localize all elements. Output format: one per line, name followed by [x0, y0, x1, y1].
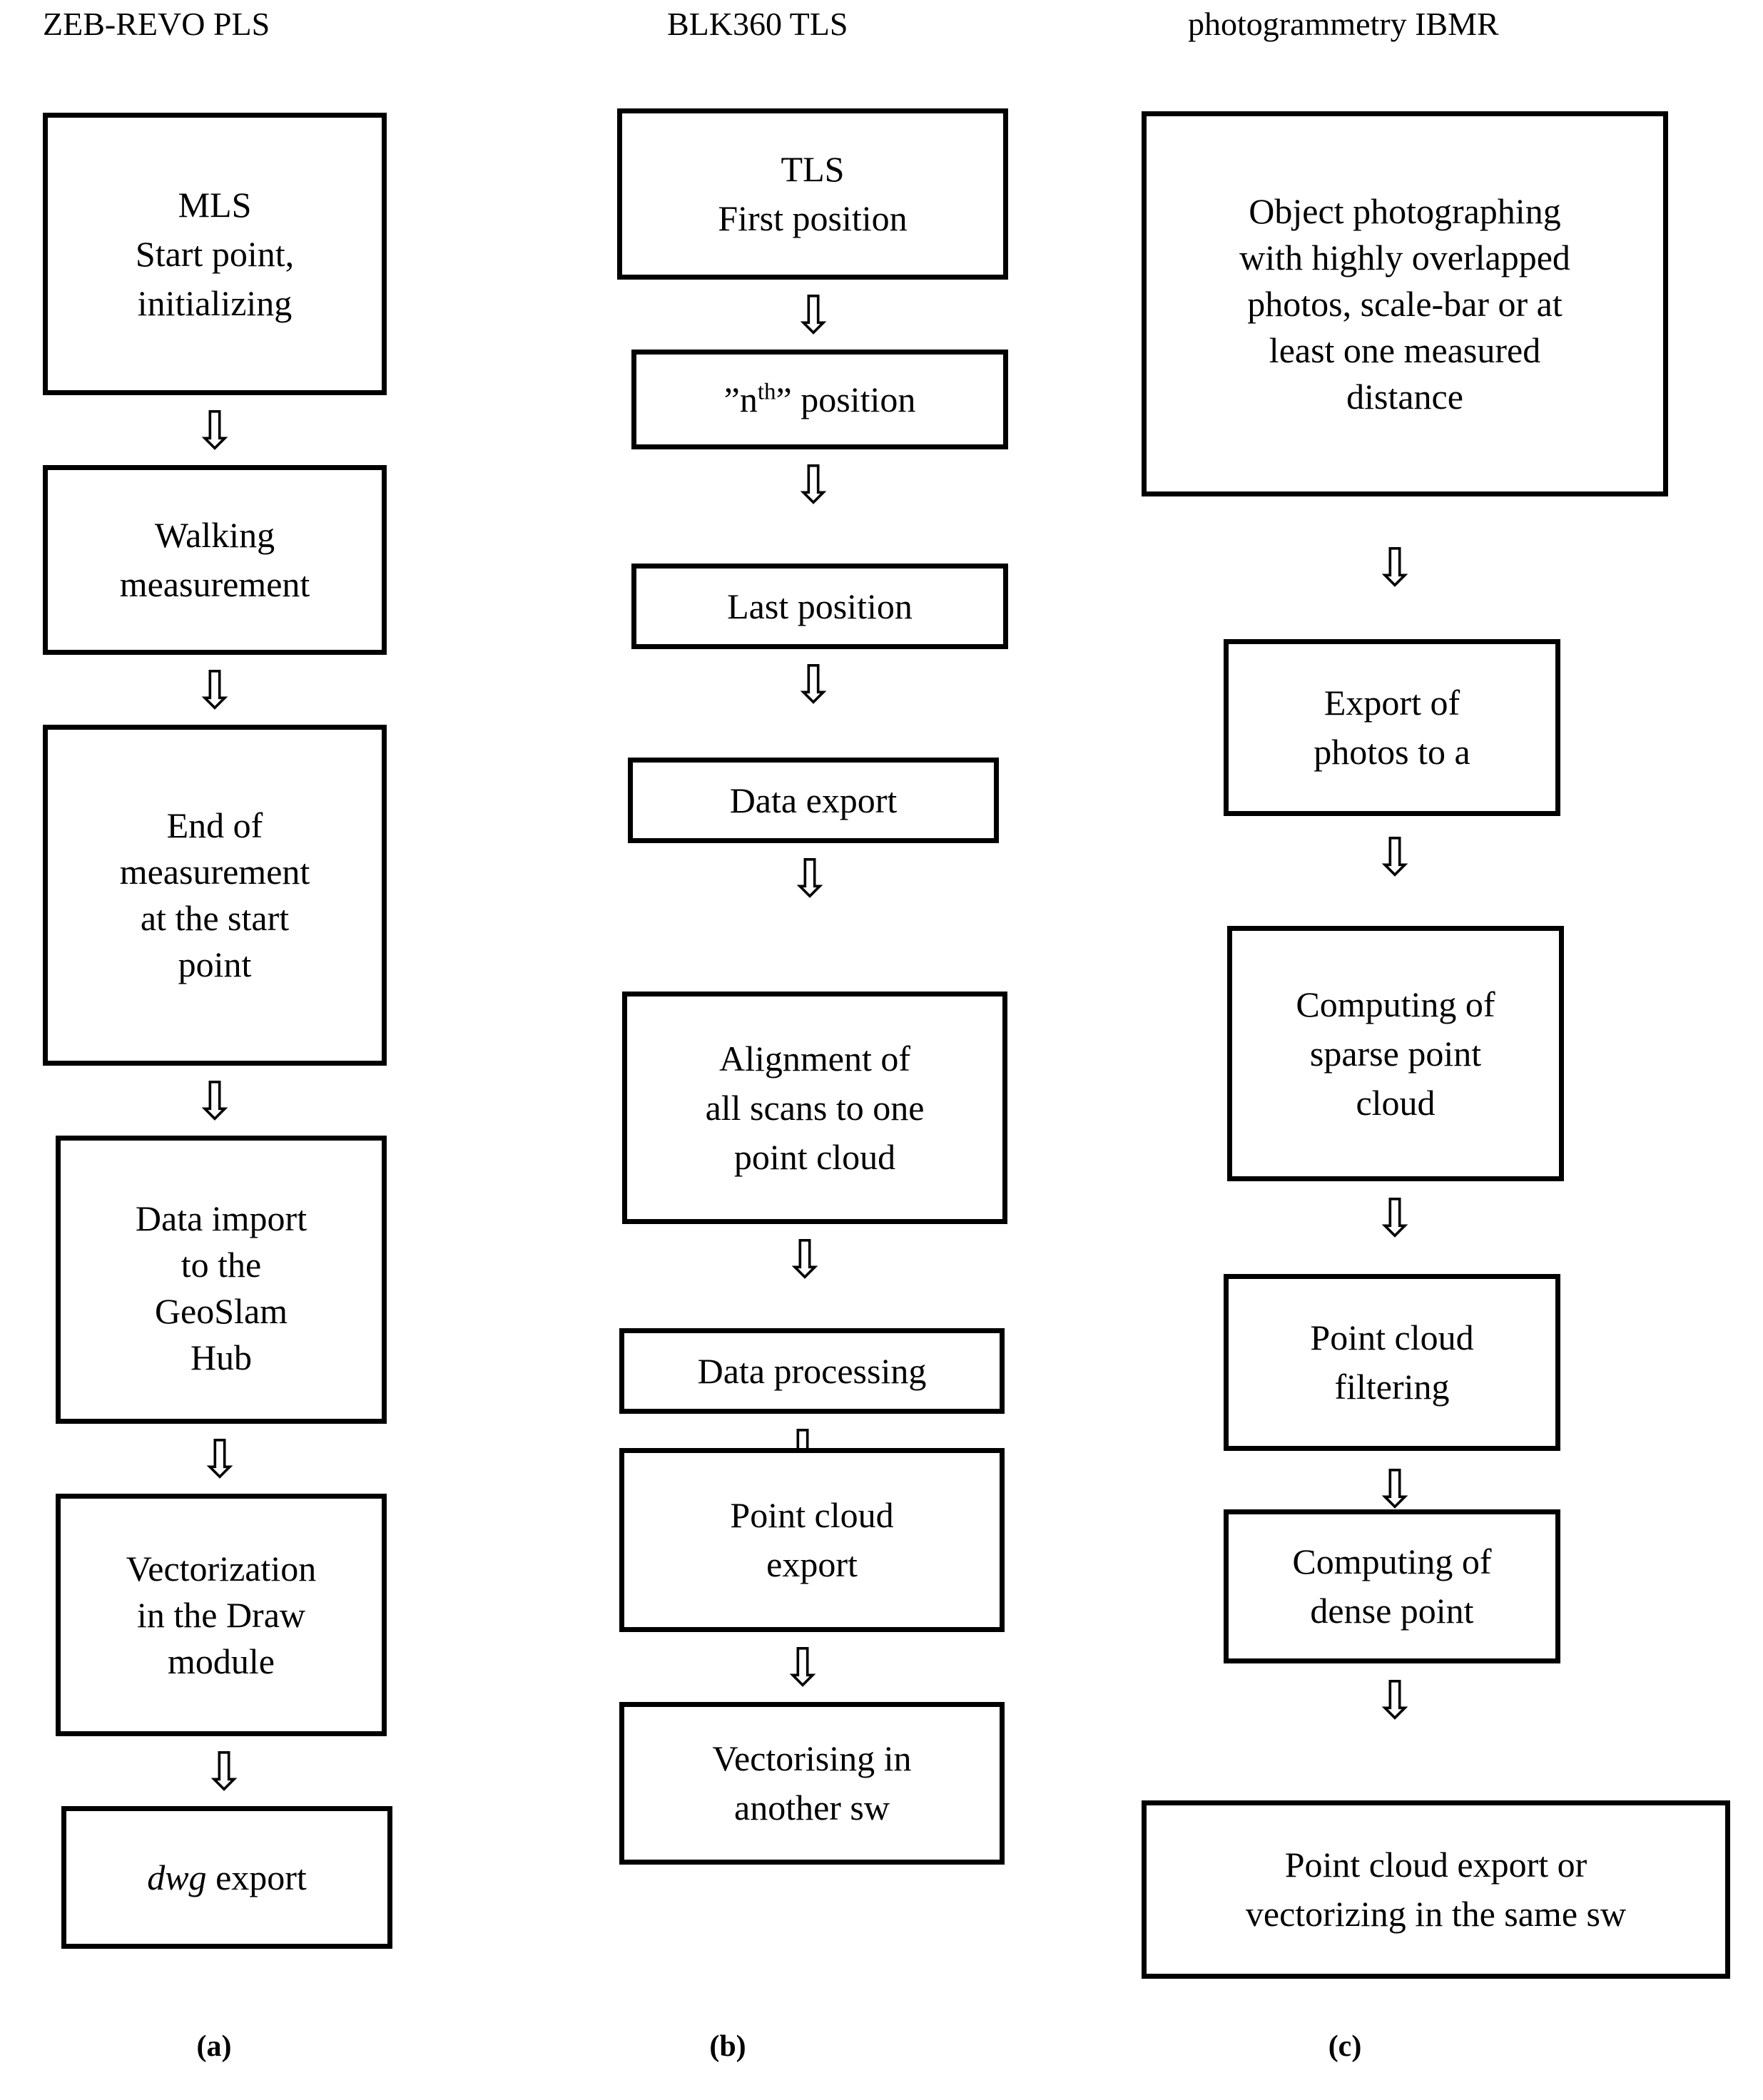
nth-close-quote: ” — [776, 379, 792, 419]
node-b1: TLS First position — [617, 108, 1008, 280]
node-c1-text: Object photographing with highly overlap… — [1239, 190, 1570, 417]
node-b6: Data processing — [619, 1328, 1005, 1414]
nth-open-quote: ” — [723, 379, 740, 419]
node-c4-text: Point cloud filtering — [1310, 1317, 1474, 1407]
node-a4-text: Data import to the GeoSlam Hub — [135, 1198, 308, 1377]
node-b1-text: TLS First position — [718, 149, 908, 238]
node-c1: Object photographing with highly overlap… — [1142, 111, 1668, 496]
node-c2-text: Export of photos to a — [1314, 683, 1470, 772]
arrow-c3-c4: ⇩ — [1372, 1188, 1417, 1249]
node-b2-text: ”nth” position — [636, 375, 1003, 424]
arrow-c5-c6: ⇩ — [1372, 1670, 1417, 1731]
node-a6-text: dwg export — [66, 1853, 387, 1902]
node-a1-text: MLS Start point, initializing — [135, 184, 295, 323]
arrow-a2-a3: ⇩ — [192, 660, 237, 721]
arrow-b7-b8: ⇩ — [780, 1637, 825, 1698]
node-a2-text: Walking measurement — [119, 515, 310, 604]
arrow-b1-b2: ⇩ — [791, 285, 835, 346]
node-a1: MLS Start point, initializing — [43, 113, 387, 395]
node-c6-text: Point cloud export or vectorizing in the… — [1245, 1845, 1627, 1934]
node-b8: Vectorising in another sw — [619, 1702, 1005, 1865]
arrow-c2-c3: ⇩ — [1372, 827, 1417, 888]
node-b2: ”nth” position — [631, 350, 1008, 449]
node-a5: Vectorization in the Draw module — [56, 1494, 387, 1736]
caption-b: (b) — [709, 2030, 746, 2063]
arrow-a5-a6: ⇩ — [201, 1741, 246, 1803]
nth-suffix: position — [791, 379, 916, 419]
node-b4: Data export — [628, 758, 999, 843]
node-c4: Point cloud filtering — [1224, 1274, 1560, 1451]
node-c2: Export of photos to a — [1224, 639, 1560, 816]
node-a4: Data import to the GeoSlam Hub — [56, 1136, 387, 1424]
caption-c: (c) — [1328, 2030, 1362, 2063]
column-header-c: photogrammetry IBMR — [1188, 6, 1499, 42]
node-b3-text: Last position — [727, 586, 913, 626]
node-c3-text: Computing of sparse point cloud — [1296, 984, 1495, 1123]
nth-base: n — [739, 379, 758, 419]
arrow-b4-b5: ⇩ — [787, 848, 832, 909]
node-a5-text: Vectorization in the Draw module — [126, 1548, 317, 1681]
arrow-b3-b4: ⇩ — [791, 654, 835, 715]
dwg-rest: export — [206, 1857, 307, 1897]
node-b6-text: Data processing — [697, 1350, 927, 1391]
node-c3: Computing of sparse point cloud — [1227, 926, 1564, 1181]
column-header-b: BLK360 TLS — [667, 6, 848, 42]
node-b4-text: Data export — [729, 780, 898, 820]
caption-a: (a) — [196, 2030, 232, 2063]
column-header-a: ZEB-REVO PLS — [43, 6, 270, 42]
node-a3-text: End of measurement at the start point — [119, 805, 310, 984]
dwg-italic: dwg — [147, 1857, 207, 1897]
arrow-a1-a2: ⇩ — [192, 400, 237, 462]
node-c5-text: Computing of dense point — [1292, 1541, 1492, 1631]
arrow-b2-b3: ⇩ — [791, 454, 835, 516]
arrow-b5-b6: ⇩ — [782, 1229, 827, 1290]
arrow-c4-c5: ⇩ — [1372, 1459, 1417, 1520]
node-b5: Alignment of all scans to one point clou… — [622, 992, 1007, 1224]
arrow-c1-c2: ⇩ — [1372, 537, 1417, 598]
node-a6: dwg export — [61, 1806, 392, 1949]
node-c5: Computing of dense point — [1224, 1509, 1560, 1663]
node-c6: Point cloud export or vectorizing in the… — [1142, 1800, 1730, 1979]
node-b5-text: Alignment of all scans to one point clou… — [705, 1038, 925, 1177]
node-b7-text: Point cloud export — [730, 1495, 894, 1584]
arrow-a4-a5: ⇩ — [197, 1429, 242, 1490]
node-b8-text: Vectorising in another sw — [712, 1738, 912, 1828]
node-a3: End of measurement at the start point — [43, 725, 387, 1066]
nth-superscript: th — [757, 378, 776, 404]
node-b3: Last position — [631, 564, 1008, 649]
node-b7: Point cloud export — [619, 1448, 1005, 1632]
arrow-a3-a4: ⇩ — [192, 1071, 237, 1132]
node-a2: Walking measurement — [43, 465, 387, 655]
